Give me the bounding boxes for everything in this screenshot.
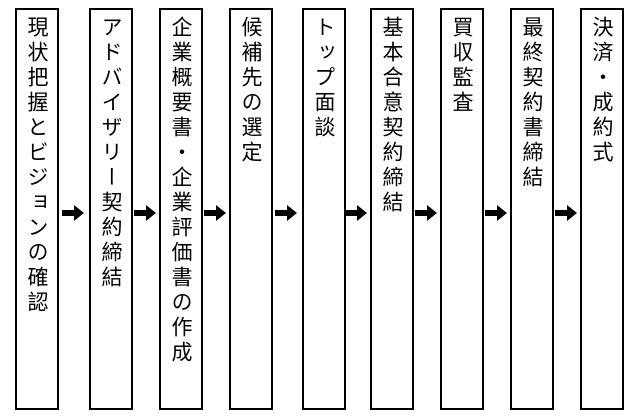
step-label-4: 候補先の選定 <box>239 16 263 166</box>
step-box-7: 買収監査 <box>440 8 484 410</box>
step-label-1: 現状把握とビジョンの確認 <box>25 16 49 316</box>
right-arrow-icon <box>555 205 577 221</box>
right-arrow-icon <box>275 205 297 221</box>
step-box-8: 最終契約書締結 <box>510 8 554 410</box>
step-label-3: 企業概要書・企業評価書の作成 <box>169 16 193 366</box>
step-box-3: 企業概要書・企業評価書の作成 <box>159 8 203 410</box>
right-arrow-icon <box>485 205 507 221</box>
right-arrow-icon <box>345 205 367 221</box>
step-box-1: 現状把握とビジョンの確認 <box>15 8 59 410</box>
step-label-8: 最終契約書締結 <box>520 16 544 191</box>
right-arrow-icon <box>62 205 84 221</box>
right-arrow-icon <box>204 205 226 221</box>
step-label-5: トップ面談 <box>312 16 336 141</box>
step-box-4: 候補先の選定 <box>229 8 273 410</box>
step-box-6: 基本合意契約締結 <box>370 8 414 410</box>
step-box-5: トップ面談 <box>302 8 346 410</box>
right-arrow-icon <box>134 205 156 221</box>
step-box-2: アドバイザリー契約締結 <box>89 8 133 410</box>
step-label-7: 買収監査 <box>450 16 474 116</box>
step-label-9: 決済・成約式 <box>590 16 614 166</box>
right-arrow-icon <box>415 205 437 221</box>
step-box-9: 決済・成約式 <box>580 8 624 410</box>
step-label-6: 基本合意契約締結 <box>380 16 404 216</box>
step-label-2: アドバイザリー契約締結 <box>99 16 123 291</box>
